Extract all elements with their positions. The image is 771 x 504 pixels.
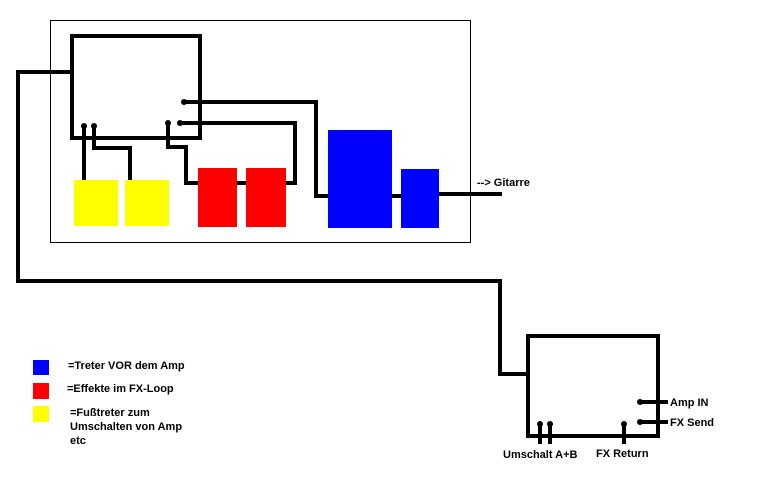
switcher-box xyxy=(70,34,202,140)
label-fx-return: FX Return xyxy=(596,448,649,460)
legend-swatch-red xyxy=(33,383,49,399)
legend-text-red: =Effekte im FX-Loop xyxy=(67,383,174,395)
pedalboard-frame xyxy=(50,20,471,243)
label-guitar: --> Gitarre xyxy=(477,177,530,189)
label-amp-in: Amp IN xyxy=(670,397,709,409)
legend-swatch-yellow xyxy=(33,406,49,422)
cable-to-red-1 xyxy=(166,121,200,185)
jack-dot xyxy=(637,419,643,425)
legend-text-blue: =Treter VOR dem Amp xyxy=(68,360,185,372)
yellow-footswitch-2 xyxy=(125,180,169,226)
cable-from-red-2 xyxy=(178,121,297,185)
cable-to-yellow-2 xyxy=(92,124,132,182)
legend-text-yellow-2: Umschalten von Amp xyxy=(70,421,182,433)
red-effect-2 xyxy=(246,168,286,227)
jack-dot xyxy=(621,421,627,427)
yellow-footswitch-1 xyxy=(74,180,118,226)
jack-dot xyxy=(547,421,553,427)
jack-dot xyxy=(637,399,643,405)
blue-pedal-2 xyxy=(401,169,439,228)
amp-box xyxy=(526,334,660,438)
label-umschalt: Umschalt A+B xyxy=(503,449,578,461)
jack-dot xyxy=(181,99,187,105)
blue-pedal-1 xyxy=(328,130,392,228)
legend-swatch-blue xyxy=(33,360,49,375)
jack-dot xyxy=(91,123,97,129)
jack-dot xyxy=(537,421,543,427)
label-fx-send: FX Send xyxy=(670,417,714,429)
cable-to-blue-1 xyxy=(182,100,330,198)
red-effect-1 xyxy=(198,168,237,227)
legend-text-yellow-3: etc xyxy=(70,435,86,447)
jack-dot xyxy=(81,123,87,129)
legend-text-yellow-1: =Fußtreter zum xyxy=(70,407,150,419)
jack-dot xyxy=(165,120,171,126)
cable-switcher-to-amp xyxy=(16,70,530,376)
jack-dot xyxy=(177,120,183,126)
